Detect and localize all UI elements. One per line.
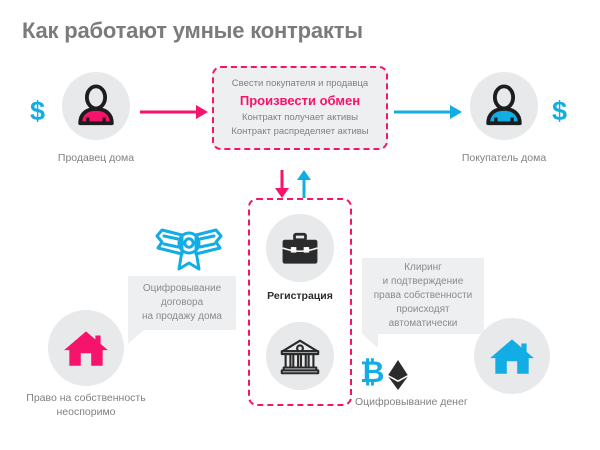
property-house-circle [48,310,124,386]
smart-contract-box: Свести покупателя и продавца Произвести … [212,66,388,150]
seller-label: Продавец дома [57,152,135,164]
bubble-digitize-contract: Оцифровывание договора на продажу дома [128,276,236,330]
seller-avatar-circle [62,72,130,140]
arrow-contract-down [274,170,290,203]
contract-line-2: Контракт получает активы [241,112,359,123]
house-icon [490,339,534,374]
money-label: Оцифровывание денег [355,396,468,408]
property-label: Право на собственность неоспоримо [26,392,146,418]
contract-line-0: Свести покупателя и продавца [231,78,369,89]
arrow-contract-to-buyer [394,104,462,125]
registration-label: Регистрация [267,290,333,302]
buyer-dollar-symbol: $ [552,98,567,125]
bubble-left-tail [128,330,144,344]
buyer-avatar-circle [470,72,538,140]
briefcase-icon [282,232,318,264]
person-icon [78,84,114,126]
dollar-icon: $ [30,96,46,126]
seller-dollar-symbol: $ [30,98,45,125]
digital-house-circle [474,318,550,394]
contract-line-1: Произвести обмен [239,93,361,108]
person-icon [486,84,522,126]
arrow-registration-up [296,170,312,203]
registration-box [248,198,352,406]
bubble-clearing-confirmation: Клиринг и подтверждение права собственно… [362,258,484,334]
dollar-icon: $ [552,96,568,126]
bubble-right-tail [362,334,378,348]
house-icon [64,331,108,366]
ethereum-icon [386,360,410,395]
bank-icon [280,339,320,375]
arrow-seller-to-contract [140,104,208,125]
page-title: Как работают умные контракты [22,18,363,43]
contract-line-3: Контракт распределяет активы [231,126,369,137]
registration-bank-circle [266,322,334,390]
bitcoin-icon: ₿ [360,356,385,389]
registration-briefcase-circle [266,214,334,282]
buyer-label: Покупатель дома [461,152,547,164]
certificate-ribbon-icon [152,222,226,281]
